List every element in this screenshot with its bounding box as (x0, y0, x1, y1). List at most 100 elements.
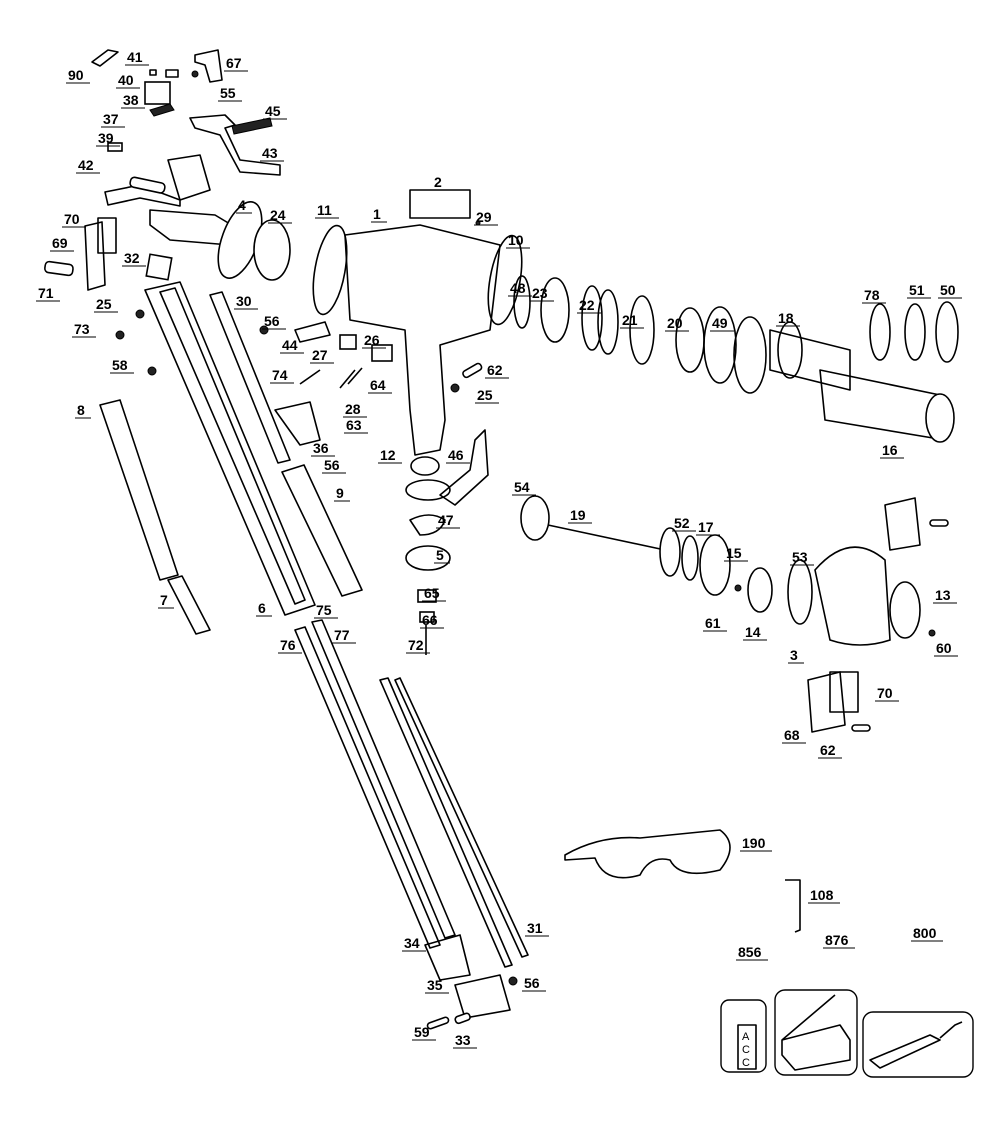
part-31-rod (379, 677, 513, 968)
part-label-26: 26 (364, 332, 380, 348)
part-46-lever (439, 429, 489, 506)
part-66 (419, 611, 435, 623)
part-16-cylinder (819, 369, 946, 441)
part-label-71: 71 (38, 285, 54, 301)
part-label-60: 60 (936, 640, 952, 656)
part-58 (147, 366, 157, 376)
part-23 (540, 277, 570, 343)
acc-letter: A (742, 1031, 750, 1043)
part-52 (681, 535, 699, 581)
part-19-driver (547, 524, 666, 551)
part-49-ring-b (733, 316, 767, 394)
part-18-frame (769, 329, 851, 391)
part-36-bracket (274, 401, 321, 446)
part-label-27: 27 (312, 347, 328, 363)
part-70-filter (97, 217, 117, 254)
part-label-5: 5 (436, 547, 444, 563)
part-label-72: 72 (408, 637, 424, 653)
part-label-55: 55 (220, 85, 236, 101)
part-label-36: 36 (313, 440, 329, 456)
part-28 (339, 369, 356, 389)
part-108-wrench (785, 879, 801, 933)
screw (929, 519, 949, 527)
part-label-13: 13 (935, 587, 951, 603)
part-label-25: 25 (477, 387, 493, 403)
part-65 (417, 589, 437, 603)
part-label-25: 25 (96, 296, 112, 312)
part-16-end (925, 393, 955, 443)
part-47-gasket (409, 514, 446, 536)
part-53-ring (787, 559, 813, 625)
part-label-15: 15 (726, 545, 742, 561)
part-label-69: 69 (52, 235, 68, 251)
blow-gun-icon (869, 1021, 963, 1069)
magazine-rail (159, 287, 306, 605)
part-11-gasket (312, 224, 348, 316)
part-label-77: 77 (334, 627, 350, 643)
part-label-8: 8 (77, 402, 85, 418)
part-label-4: 4 (238, 197, 246, 213)
part-label-56: 56 (524, 975, 540, 991)
part-label-44: 44 (282, 337, 298, 353)
part-54-ring (520, 495, 550, 541)
accessory-876-box (774, 989, 858, 1076)
part-label-9: 9 (336, 485, 344, 501)
part-label-63: 63 (346, 417, 362, 433)
part-label-46: 46 (448, 447, 464, 463)
part-70b-filter (829, 671, 859, 713)
part-71-pin (44, 260, 74, 277)
part-label-56: 56 (324, 457, 340, 473)
part-76-rail (294, 626, 441, 949)
part-label-38: 38 (123, 92, 139, 108)
part-label-10: 10 (508, 232, 524, 248)
part-60 (928, 629, 936, 637)
part-label-56: 56 (264, 313, 280, 329)
accessory-800-box (862, 1011, 974, 1078)
part-label-856: 856 (738, 944, 762, 960)
part-label-35: 35 (427, 977, 443, 993)
part-18-rim (777, 321, 803, 379)
part-label-23: 23 (532, 285, 548, 301)
part-label-52: 52 (674, 515, 690, 531)
part-label-62: 62 (487, 362, 503, 378)
accessory-800 (862, 1011, 974, 1078)
part-59 (426, 1016, 450, 1030)
part-label-24: 24 (270, 207, 286, 223)
acc-letter: C (742, 1057, 750, 1069)
part-43-trigger (189, 114, 281, 176)
part-label-32: 32 (124, 250, 140, 266)
part-label-14: 14 (745, 624, 761, 640)
part-2-label (409, 189, 471, 219)
part-26-valve (371, 344, 393, 362)
acc-label-plate (737, 1024, 757, 1070)
part-label-59: 59 (414, 1024, 430, 1040)
part-30-strip (209, 291, 291, 464)
part-label-78: 78 (864, 287, 880, 303)
part-21 (629, 295, 655, 365)
part-label-50: 50 (940, 282, 956, 298)
part-label-53: 53 (792, 549, 808, 565)
part-10-gasket (487, 234, 523, 326)
part-67-clip (194, 49, 223, 83)
part-44 (294, 321, 331, 343)
bracket-plate (167, 154, 211, 201)
part-label-876: 876 (825, 932, 849, 948)
part-label-11: 11 (317, 202, 332, 218)
part-33 (454, 1012, 471, 1025)
part-48-ring (513, 275, 531, 329)
part-24-bumper (253, 219, 291, 281)
part-6-magazine (144, 281, 316, 616)
upper-bracket (884, 497, 921, 551)
rod-b (394, 677, 529, 958)
part-label-30: 30 (236, 293, 252, 309)
part-label-54: 54 (514, 479, 530, 495)
part-56 (259, 325, 269, 335)
part-label-6: 6 (258, 600, 266, 616)
part-label-21: 21 (622, 312, 638, 328)
part-label-49: 49 (712, 315, 728, 331)
part-label-76: 76 (280, 637, 296, 653)
part-label-28: 28 (345, 401, 361, 417)
part-61 (734, 584, 742, 592)
part-label-90: 90 (68, 67, 84, 83)
